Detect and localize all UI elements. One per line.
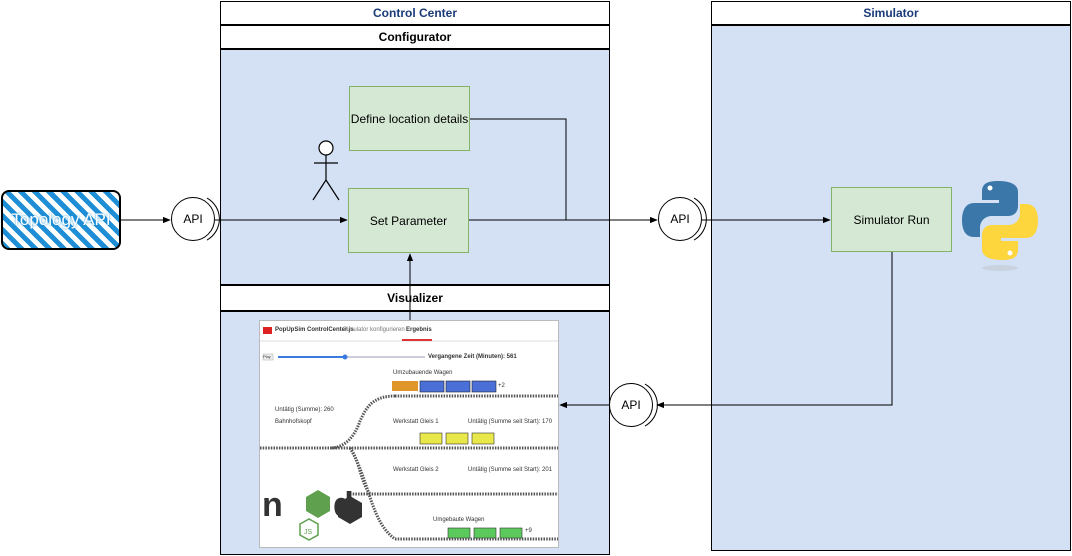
set-parameter-label: Set Parameter: [369, 213, 448, 228]
wagon-blue-2: [445, 380, 471, 393]
api-label-topology: API: [183, 212, 203, 226]
curve-bottom: [348, 447, 396, 541]
visualizer-title: Visualizer: [220, 285, 610, 311]
idle-since-start-1: Untätig (Summe seit Start): 170: [468, 419, 553, 425]
locomotive: [392, 381, 418, 391]
define-location-details-label: Define location details: [350, 111, 469, 126]
blue-wagons-extra: +2: [498, 383, 505, 389]
api-label-simulator-in: API: [670, 212, 690, 226]
tab-results[interactable]: Ergebnis: [406, 327, 432, 333]
api-circle-topology: API: [171, 197, 215, 241]
visualizer-app-screenshot: n d JS PopUpSim ControlCenter.js Simulat…: [259, 320, 559, 548]
db-logo-icon: [263, 327, 272, 334]
wagon-yellow-2: [445, 432, 469, 445]
topology-api-box: Topology API: [1, 190, 121, 250]
control-center-title: Control Center: [220, 1, 610, 25]
play-button-label[interactable]: Play: [263, 354, 271, 359]
define-location-details-box[interactable]: Define location details: [349, 86, 470, 151]
wagon-yellow-1: [419, 432, 443, 445]
workshop2-label: Werkstatt Gleis 2: [393, 467, 439, 473]
wagons-green: [447, 527, 523, 539]
app-header-bar: [260, 321, 558, 341]
converted-wagons-label: Umgebaute Wagen: [433, 517, 485, 523]
wagon-blue-3: [471, 380, 497, 393]
elapsed-time: Vergangene Zeit (Minuten): 561: [428, 354, 517, 360]
wagon-blue-1: [419, 380, 445, 393]
green-wagons-extra: +9: [525, 528, 532, 534]
api-circle-simulator-in: API: [658, 197, 702, 241]
idle-sum: Untätig (Summe): 260: [275, 407, 334, 413]
topology-api-label: Topology API: [11, 210, 111, 229]
workshop1-label: Werkstatt Gleis 1: [393, 419, 439, 425]
app-title: PopUpSim ControlCenter.js: [275, 327, 354, 333]
simulator-run-box[interactable]: Simulator Run: [831, 187, 952, 252]
tab-configure[interactable]: Simulator konfigurieren: [343, 327, 405, 333]
rail-tracks: [260, 394, 558, 541]
wagon-green-1: [447, 527, 471, 539]
simulator-lane: [711, 25, 1071, 551]
progress-thumb: [342, 354, 348, 360]
wagon-yellow-3: [471, 432, 495, 445]
visualizer-app-drawing: n d JS: [260, 321, 558, 541]
curve-top: [329, 394, 396, 450]
play-button: [262, 353, 274, 361]
simulator-title: Simulator: [711, 1, 1071, 25]
wagons-yellow: [419, 432, 495, 445]
nodejs-wordmark-art: n: [262, 486, 283, 524]
simulator-run-label: Simulator Run: [853, 212, 930, 227]
api-circle-visualizer-in: API: [609, 383, 653, 427]
svg-text:JS: JS: [304, 529, 313, 536]
idle-since-start-2: Untätig (Summe seit Start): 201: [468, 467, 553, 473]
api-label-visualizer-in: API: [621, 398, 641, 412]
station-head: Bahnhofskopf: [275, 419, 312, 425]
set-parameter-box[interactable]: Set Parameter: [348, 188, 469, 253]
configurator-title: Configurator: [220, 25, 610, 49]
label-wagons-to-convert: Umzubauende Wagen: [393, 370, 453, 376]
wagon-green-3: [499, 527, 523, 539]
nodejs-logo-icon: n d JS: [262, 486, 362, 541]
wagon-green-2: [473, 527, 497, 539]
wagons-blue: [392, 380, 497, 393]
